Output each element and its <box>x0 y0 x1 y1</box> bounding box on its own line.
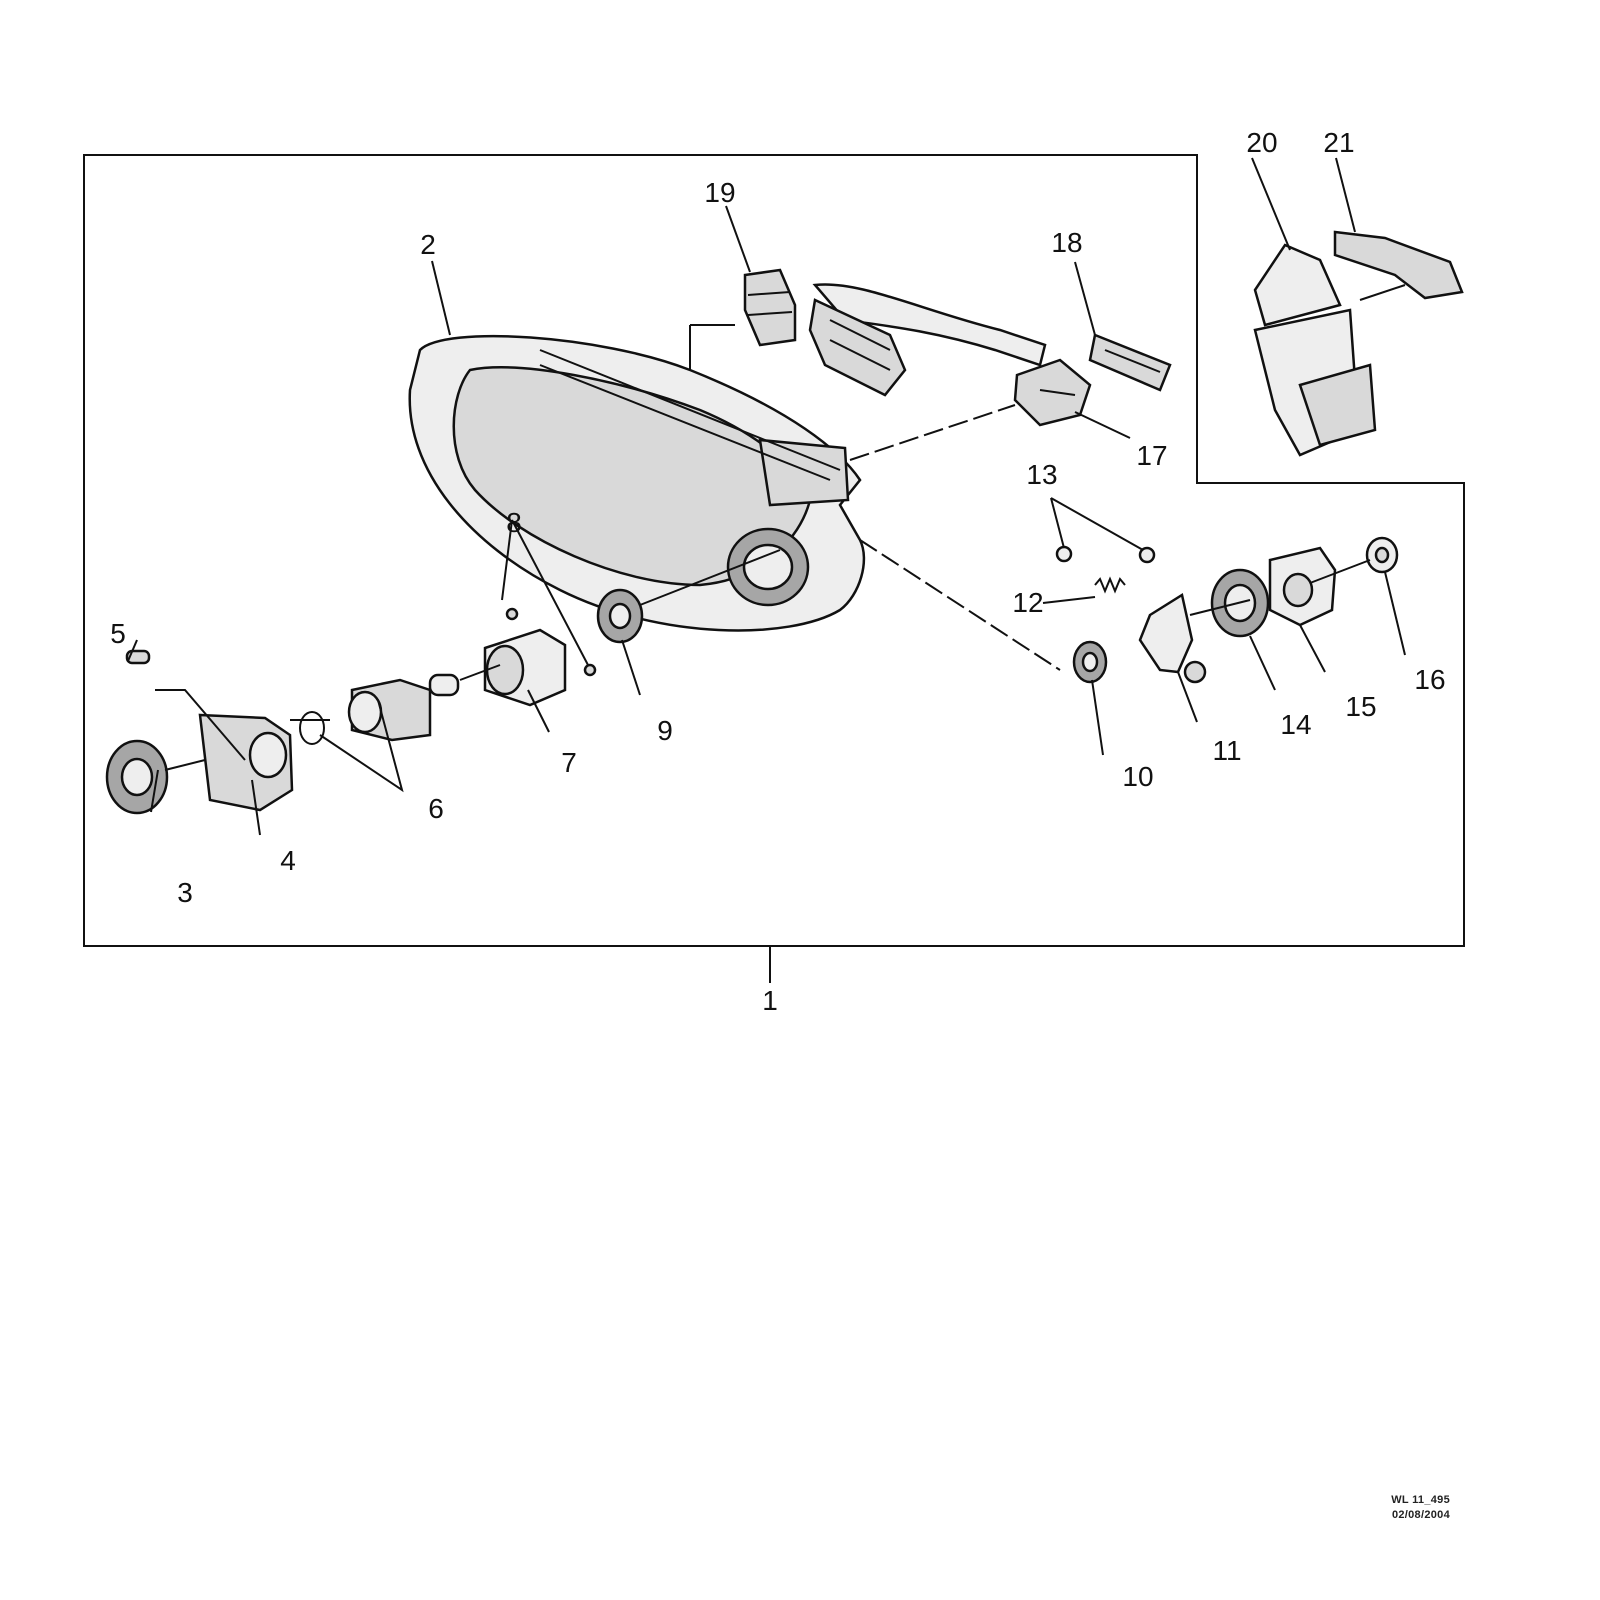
part-7-carrier <box>483 628 567 707</box>
reference-date: 02/08/2004 <box>1391 1509 1450 1521</box>
part-20-cover <box>1253 243 1377 457</box>
callout-17: 17 <box>1136 440 1167 471</box>
part-6-cylinder <box>299 673 460 745</box>
callout-4: 4 <box>280 845 296 876</box>
callout-13: 13 <box>1026 459 1057 490</box>
part-17-switch <box>1013 358 1092 427</box>
callout-15: 15 <box>1345 691 1376 722</box>
callout-14: 14 <box>1280 709 1311 740</box>
reference-code: WL 11_495 <box>1391 1494 1450 1506</box>
part-3-bezel <box>105 739 169 815</box>
leader-lines <box>127 157 1406 836</box>
part-19-clip <box>743 268 797 347</box>
part-18-bracket <box>1088 333 1172 392</box>
part-13-balls <box>1055 545 1156 564</box>
callout-12: 12 <box>1012 587 1043 618</box>
callout-1: 1 <box>762 985 778 1016</box>
assembly-frame <box>83 154 1465 947</box>
callout-8: 8 <box>506 507 522 538</box>
part-5-pin <box>125 649 151 665</box>
assembly-lines <box>155 284 1406 771</box>
callout-9: 9 <box>657 715 673 746</box>
part-handle-bar <box>808 283 1047 397</box>
part-16-washer <box>1365 536 1399 574</box>
part-8-screws <box>505 607 597 677</box>
callout-20: 20 <box>1246 127 1277 158</box>
callout-21: 21 <box>1323 127 1354 158</box>
callout-11: 11 <box>1212 735 1241 766</box>
part-4-lock-body <box>198 713 294 812</box>
part-9-nut <box>596 588 644 644</box>
callout-3: 3 <box>177 877 193 908</box>
part-21-retainer <box>1333 230 1464 300</box>
callout-18: 18 <box>1051 227 1082 258</box>
callout-2: 2 <box>420 229 436 260</box>
part-15-cam <box>1268 546 1337 627</box>
callout-7: 7 <box>561 747 577 778</box>
part-10-bushing <box>1072 640 1108 684</box>
callout-6: 6 <box>428 793 444 824</box>
callout-10: 10 <box>1122 761 1153 792</box>
callout-16: 16 <box>1414 664 1445 695</box>
callout-19: 19 <box>704 177 735 208</box>
callout-5: 5 <box>110 618 126 649</box>
part-2-handle-housing <box>408 334 866 632</box>
part-11-lever <box>1138 593 1207 684</box>
part-12-spring <box>1094 576 1126 594</box>
